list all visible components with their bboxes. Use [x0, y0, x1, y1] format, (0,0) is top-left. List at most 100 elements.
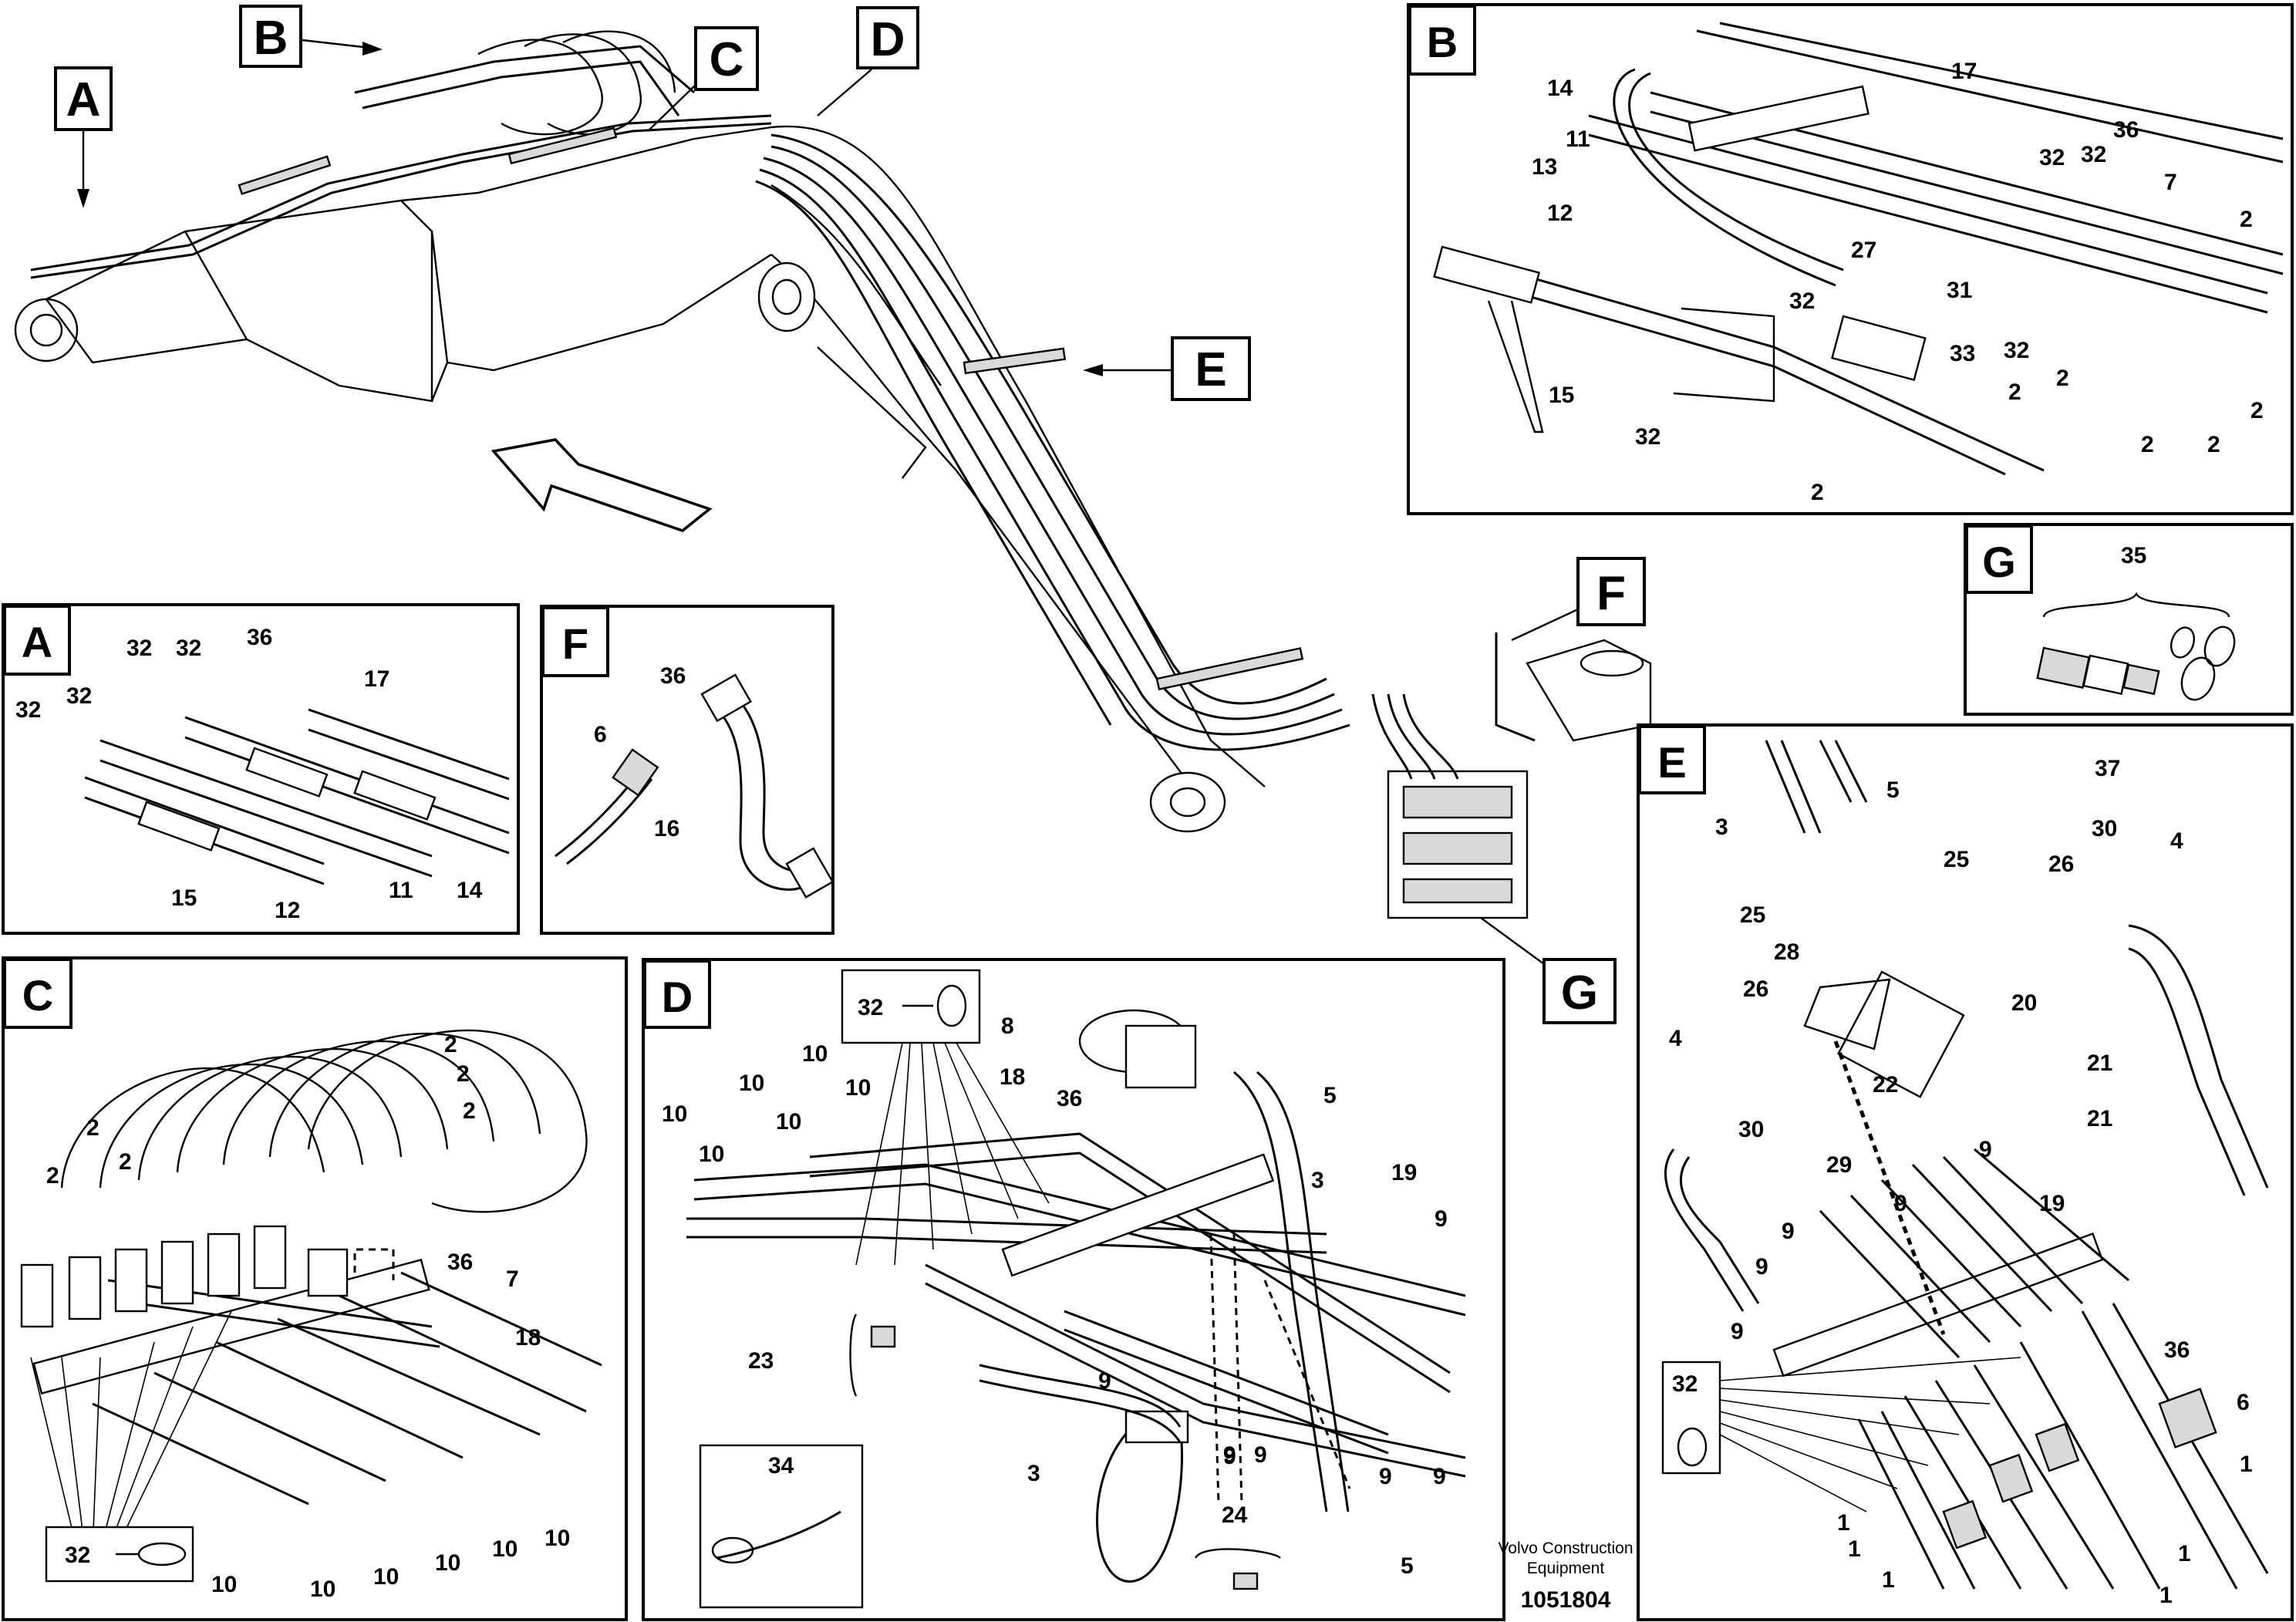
callout: 9	[1223, 1444, 1236, 1469]
callout: 10	[776, 1109, 801, 1135]
callout: 3	[1715, 814, 1728, 840]
callout: 10	[435, 1550, 460, 1576]
callout: 10	[310, 1576, 335, 1602]
view-tag-d: D	[817, 6, 919, 116]
callout: 36	[247, 625, 272, 650]
callout: 2	[2008, 379, 2021, 405]
callout: 2	[2240, 207, 2253, 232]
callout: 10	[211, 1572, 237, 1597]
callout: 36	[447, 1249, 473, 1275]
callout: 9	[1098, 1368, 1111, 1394]
callout: 9	[1254, 1442, 1267, 1468]
callout: 10	[373, 1564, 399, 1590]
callout: 16	[654, 816, 679, 841]
callout: 32	[1789, 288, 1815, 314]
svg-text:E: E	[1195, 343, 1226, 396]
callout: 9	[1731, 1319, 1744, 1344]
detail-panel-g: G	[1964, 523, 2294, 716]
callout: 36	[1057, 1086, 1082, 1111]
callout: 12	[275, 898, 300, 923]
callout: 32	[2004, 338, 2029, 363]
callout: 10	[802, 1041, 828, 1067]
callout: 37	[2095, 756, 2120, 781]
callout: 35	[2121, 543, 2146, 568]
callout: 9	[1435, 1206, 1448, 1232]
callout: 36	[2164, 1337, 2190, 1363]
callout: 10	[492, 1536, 518, 1562]
callout: 7	[506, 1266, 519, 1292]
callout: 1	[1882, 1567, 1895, 1593]
callout: 22	[1873, 1072, 1898, 1098]
view-tag-f: F	[1511, 557, 1646, 642]
callout: 26	[1743, 976, 1768, 1002]
svg-text:A: A	[22, 618, 52, 666]
callout: 30	[1738, 1117, 1764, 1142]
callout: 26	[2048, 851, 2074, 877]
callout: 6	[594, 722, 607, 747]
callout: 32	[15, 697, 41, 723]
callout: 23	[748, 1348, 774, 1374]
callout: 1	[1837, 1510, 1850, 1536]
callout: 21	[2087, 1050, 2112, 1076]
svg-text:C: C	[22, 971, 53, 1020]
callout: 32	[126, 636, 152, 661]
publisher-line-2: Equipment	[1527, 1560, 1605, 1577]
callout: 15	[1549, 383, 1574, 408]
callout: 6	[2237, 1390, 2250, 1415]
callout: 2	[463, 1098, 476, 1124]
callout: 14	[457, 878, 483, 903]
svg-text:G: G	[1561, 966, 1598, 1020]
callout: 36	[2113, 117, 2139, 143]
callout: 12	[1547, 201, 1573, 226]
callout: 17	[1951, 59, 1977, 84]
svg-text:B: B	[254, 12, 288, 65]
callout: 19	[2039, 1191, 2065, 1216]
callout: 36	[660, 663, 686, 689]
detail-panel-d: D	[642, 958, 1505, 1621]
callout: 4	[2170, 828, 2183, 854]
callout: 3	[1027, 1461, 1040, 1486]
svg-text:F: F	[1596, 567, 1626, 620]
callout: 1	[2159, 1583, 2173, 1608]
callout: 20	[2011, 990, 2037, 1016]
callout: 13	[1532, 154, 1557, 180]
callout: 2	[1811, 480, 1824, 505]
callout: 14	[1547, 76, 1573, 101]
callout: 11	[1566, 126, 1590, 152]
callout: 7	[2164, 170, 2177, 195]
drawing-number: 1051804	[1521, 1587, 1611, 1613]
callout: 32	[2081, 142, 2106, 167]
callout: 9	[1433, 1464, 1446, 1489]
callout: 2	[2056, 366, 2069, 391]
callout: 10	[662, 1101, 687, 1127]
callout: 8	[1001, 1013, 1014, 1039]
callout: 21	[2087, 1106, 2112, 1131]
callout: 2	[46, 1163, 59, 1189]
detail-panel-a: A	[2, 603, 520, 935]
callout: 5	[1401, 1553, 1414, 1579]
callout: 32	[1672, 1371, 1698, 1397]
callout: 2	[2207, 432, 2220, 457]
callout: 25	[1944, 847, 1969, 872]
callout: 10	[845, 1075, 871, 1101]
callout: 2	[444, 1032, 457, 1057]
view-tag-e: E	[1083, 336, 1251, 401]
callout: 10	[739, 1071, 764, 1096]
callout: 32	[65, 1543, 90, 1568]
callout: 2	[2250, 398, 2264, 423]
callout: 9	[1979, 1137, 1992, 1162]
callout: 2	[2141, 432, 2154, 457]
callout: 33	[1950, 341, 1975, 366]
view-tag-c: C	[647, 26, 759, 132]
callout: 9	[1894, 1191, 1907, 1216]
callout: 29	[1826, 1152, 1852, 1178]
callout: 15	[171, 885, 197, 911]
callout: 24	[1222, 1502, 1248, 1528]
callout: 5	[1886, 777, 1900, 803]
callout: 27	[1851, 238, 1876, 263]
callout: 1	[2240, 1452, 2253, 1477]
callout: 9	[1223, 1442, 1236, 1468]
callout: 9	[1379, 1464, 1392, 1489]
svg-text:G: G	[1982, 538, 2016, 586]
